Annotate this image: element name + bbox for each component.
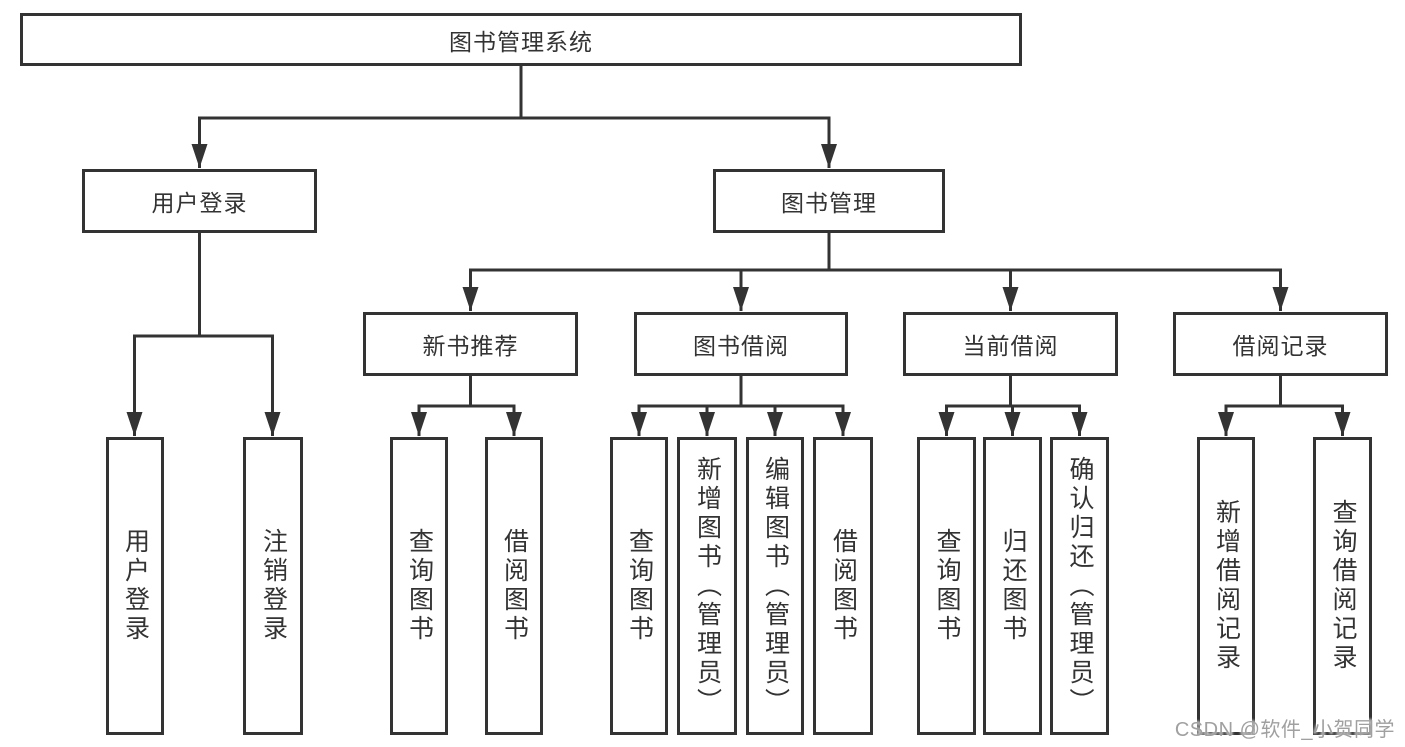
leaf-query-books-current-label: 查询图书 <box>933 528 961 644</box>
leaf-user-login-label: 用户登录 <box>121 528 150 644</box>
box-leaf-query-borrow-record: 查询借阅记录 <box>1313 437 1372 735</box>
borrow-records-label: 借阅记录 <box>1232 333 1329 359</box>
leaf-query-books-borrow-label: 查询图书 <box>625 528 654 644</box>
leaf-confirm-return-admin-label: 确认归还（管理员） <box>1066 455 1094 717</box>
box-leaf-edit-book-admin: 编辑图书（管理员） <box>746 437 804 735</box>
connector-root-to-level2 <box>199 66 829 120</box>
leaf-query-borrow-record-label: 查询借阅记录 <box>1329 499 1357 673</box>
box-leaf-return-book: 归还图书 <box>983 437 1042 735</box>
connector-new-book-recommend-children <box>419 376 514 408</box>
connector-borrow-records-children <box>1226 376 1343 408</box>
box-leaf-query-books-borrow: 查询图书 <box>610 437 668 735</box>
leaf-query-books-recommend-label: 查询图书 <box>405 528 434 644</box>
box-current-borrow: 当前借阅 <box>903 312 1118 376</box>
box-leaf-query-books-current: 查询图书 <box>917 437 976 735</box>
box-user-login: 用户登录 <box>82 169 317 233</box>
connector-user-login-children <box>134 232 273 338</box>
box-leaf-user-login: 用户登录 <box>106 437 164 735</box>
box-leaf-add-borrow-record: 新增借阅记录 <box>1197 437 1255 735</box>
connector-book-management-children <box>470 233 1281 272</box>
leaf-borrow-books-recommend-label: 借阅图书 <box>500 528 529 644</box>
box-leaf-add-book-admin: 新增图书（管理员） <box>677 437 737 735</box>
box-leaf-borrow-books-recommend: 借阅图书 <box>485 437 543 735</box>
box-leaf-query-books-recommend: 查询图书 <box>390 437 448 735</box>
box-leaf-borrow-books: 借阅图书 <box>813 437 873 735</box>
book-management-label: 图书管理 <box>781 190 877 216</box>
leaf-add-book-admin-label: 新增图书（管理员） <box>693 455 722 717</box>
current-borrow-label: 当前借阅 <box>962 333 1059 359</box>
box-leaf-confirm-return-admin: 确认归还（管理员） <box>1050 437 1109 735</box>
leaf-borrow-books-label: 借阅图书 <box>829 528 858 644</box>
box-book-borrow: 图书借阅 <box>634 312 848 376</box>
box-borrow-records: 借阅记录 <box>1173 312 1388 376</box>
leaf-add-borrow-record-label: 新增借阅记录 <box>1212 499 1241 673</box>
box-leaf-logout: 注销登录 <box>243 437 303 735</box>
leaf-return-book-label: 归还图书 <box>999 528 1027 644</box>
connector-book-borrow-children <box>639 376 843 408</box>
box-book-management: 图书管理 <box>713 169 945 233</box>
user-login-label: 用户登录 <box>151 190 248 216</box>
leaf-logout-label: 注销登录 <box>259 528 288 644</box>
leaf-edit-book-admin-label: 编辑图书（管理员） <box>761 455 790 717</box>
box-root-library-system: 图书管理系统 <box>20 13 1022 66</box>
new-book-recommend-label: 新书推荐 <box>422 333 519 359</box>
box-new-book-recommend: 新书推荐 <box>363 312 578 376</box>
root-label: 图书管理系统 <box>449 28 593 55</box>
book-borrow-label: 图书借阅 <box>693 333 789 359</box>
connector-current-borrow-children <box>946 376 1080 408</box>
